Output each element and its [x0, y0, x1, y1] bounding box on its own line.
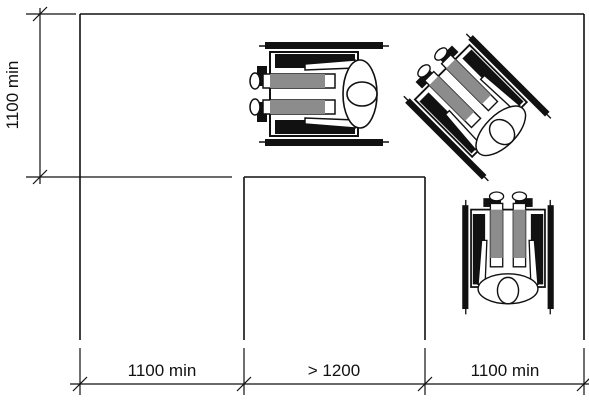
wheelchair-vertical-icon [461, 191, 555, 316]
bottom-middle-label: > 1200 [308, 361, 360, 380]
tick-2 [236, 376, 252, 392]
bottom-dimension-chain: 1100 min > 1200 1100 min [70, 348, 589, 395]
tick-1 [72, 376, 88, 392]
tick-3 [417, 376, 433, 392]
tick-bottom [32, 169, 48, 185]
tick-top [32, 6, 48, 22]
vertical-dimension: 1100 min [3, 6, 232, 185]
corridor-walls [79, 13, 585, 340]
wheelchair-horizontal-icon [249, 41, 390, 147]
vertical-dimension-label: 1100 min [3, 61, 22, 130]
bottom-right-label: 1100 min [471, 361, 540, 380]
bottom-left-label: 1100 min [128, 361, 197, 380]
wheelchair-diagonal-icon [394, 24, 555, 185]
